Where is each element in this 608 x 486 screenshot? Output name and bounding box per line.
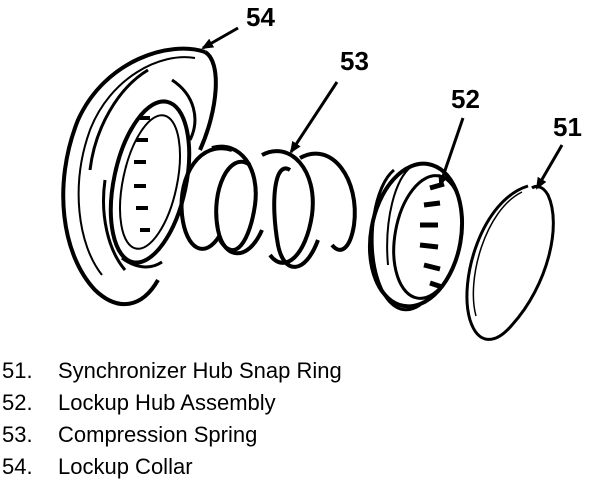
callout-arrow-53 — [289, 81, 339, 154]
callout-arrow-54 — [201, 26, 239, 50]
legend-item-label: Compression Spring — [58, 422, 258, 447]
callout-arrow-52 — [438, 117, 465, 187]
legend-item-number: 52. — [2, 390, 33, 415]
parts-legend: 51. Synchronizer Hub Snap Ring 52. Locku… — [2, 355, 602, 483]
callout-label-51: 51 — [553, 112, 582, 142]
compression-spring — [179, 144, 357, 269]
legend-item-number: 51. — [2, 358, 33, 383]
lockup-collar — [61, 46, 218, 307]
callout-arrows — [201, 26, 564, 190]
legend-item-number: 54. — [2, 454, 33, 479]
legend-item-label: Lockup Hub Assembly — [58, 390, 276, 415]
synchronizer-hub-snap-ring — [465, 184, 555, 341]
callout-label-54: 54 — [246, 2, 275, 32]
legend-item-label: Lockup Collar — [58, 454, 193, 479]
callout-label-52: 52 — [451, 84, 480, 114]
lockup-hub-assembly — [367, 161, 465, 312]
legend-item-label: Synchronizer Hub Snap Ring — [58, 358, 342, 383]
callout-arrow-51 — [535, 144, 564, 190]
legend-item: 51. Synchronizer Hub Snap Ring — [2, 355, 602, 387]
legend-item: 52. Lockup Hub Assembly — [2, 387, 602, 419]
legend-item: 54. Lockup Collar — [2, 451, 602, 483]
legend-item: 53. Compression Spring — [2, 419, 602, 451]
callout-label-53: 53 — [340, 46, 369, 76]
legend-item-number: 53. — [2, 422, 33, 447]
